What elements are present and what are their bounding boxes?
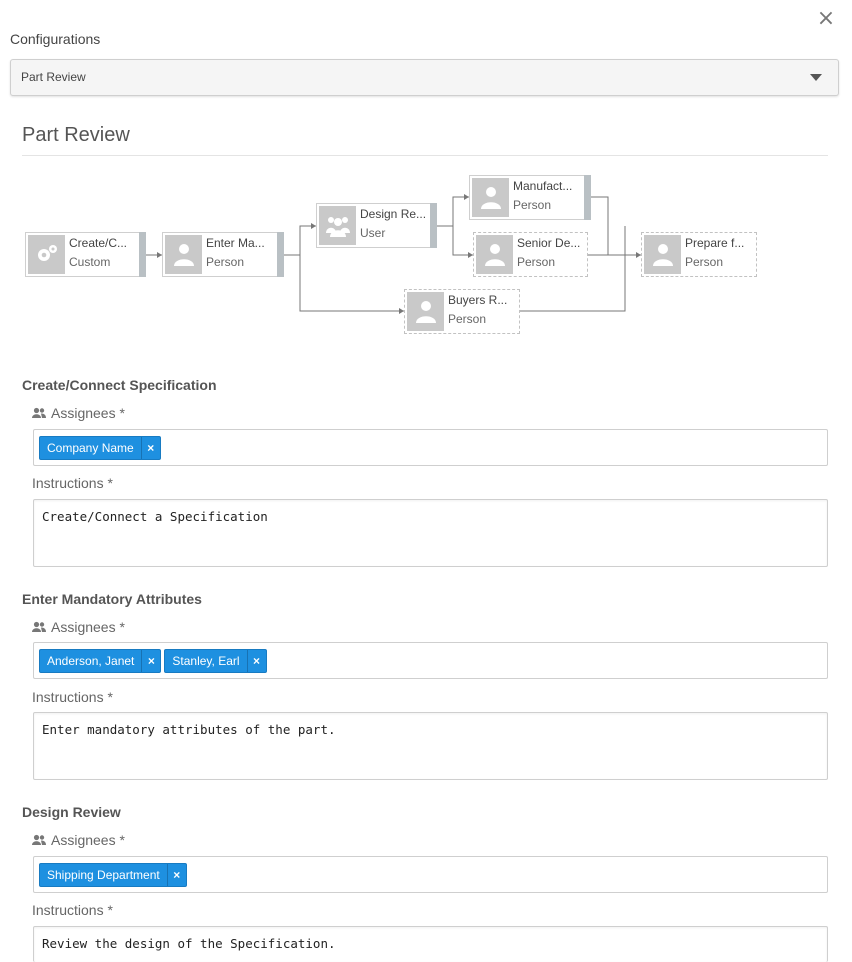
person-icon [644, 235, 681, 274]
node-name: Buyers R... [448, 293, 508, 307]
assignee-tag: Shipping Department × [39, 863, 187, 887]
person-icon [165, 235, 202, 274]
workflow-node[interactable]: Manufact... Person [469, 175, 591, 220]
chevron-down-icon[interactable] [810, 74, 822, 81]
assignees-input[interactable]: Company Name × [33, 429, 828, 466]
assignee-tag-label: Shipping Department [47, 868, 160, 882]
assignee-tag-label: Anderson, Janet [47, 654, 135, 668]
assignee-tag-label: Company Name [47, 441, 134, 455]
assignees-label-text: Assignees * [51, 405, 125, 421]
node-type: Person [206, 255, 245, 269]
users-icon [32, 620, 46, 636]
assignees-label-text: Assignees * [51, 619, 125, 635]
instructions-textarea[interactable]: Enter mandatory attributes of the part. [33, 712, 828, 780]
instructions-label: Instructions * [32, 475, 113, 491]
remove-assignee-button[interactable]: × [141, 650, 160, 672]
node-status-bar [277, 232, 284, 277]
node-type: Person [513, 198, 552, 212]
node-name: Senior De... [517, 236, 581, 250]
node-type: Custom [69, 255, 111, 269]
divider [22, 155, 828, 156]
instructions-textarea[interactable]: Review the design of the Specification. [33, 926, 828, 962]
instructions-textarea[interactable]: Create/Connect a Specification [33, 499, 828, 567]
person-icon [476, 235, 513, 274]
configurations-label: Configurations [10, 31, 101, 47]
instructions-label: Instructions * [32, 902, 113, 918]
node-status-bar [139, 232, 146, 277]
remove-assignee-button[interactable]: × [246, 650, 266, 672]
node-type: Person [517, 255, 556, 269]
workflow-connectors [146, 194, 641, 314]
node-status-bar [584, 175, 591, 220]
node-name: Design Re... [360, 207, 427, 221]
node-name: Enter Ma... [206, 236, 265, 250]
assignees-label: Assignees * [32, 619, 125, 636]
workflow-node[interactable]: Buyers R... Person [404, 289, 520, 334]
workflow-node[interactable]: Enter Ma... Person [162, 232, 284, 277]
node-type: User [360, 226, 386, 240]
person-icon [472, 178, 509, 217]
workflow-diagram: Create/C... Custom Enter Ma... Person De… [0, 160, 852, 350]
workflow-node[interactable]: Prepare f... Person [641, 232, 757, 277]
workflow-node[interactable]: Design Re... User [316, 203, 437, 248]
workflow-node[interactable]: Create/C... Custom [25, 232, 146, 277]
assignee-tag: Anderson, Janet × [39, 649, 162, 673]
assignees-input[interactable]: Anderson, Janet × Stanley, Earl × [33, 642, 828, 679]
node-status-bar [430, 203, 437, 248]
section-title: Create/Connect Specification [22, 377, 217, 393]
node-type: Person [448, 312, 487, 326]
node-name: Prepare f... [685, 236, 745, 250]
assignees-label: Assignees * [32, 832, 125, 849]
assignees-input[interactable]: Shipping Department × [33, 856, 828, 893]
node-type: Person [685, 255, 724, 269]
assignee-tag: Stanley, Earl × [164, 649, 267, 673]
users-icon [32, 833, 46, 849]
node-name: Create/C... [69, 236, 128, 250]
remove-assignee-button[interactable]: × [140, 437, 160, 459]
assignees-label: Assignees * [32, 405, 125, 422]
person-icon [407, 292, 444, 331]
section-title: Design Review [22, 804, 121, 820]
assignee-tag: Company Name × [39, 436, 161, 460]
workflow-title: Part Review [22, 124, 130, 146]
configuration-select[interactable]: Part Review [10, 59, 839, 96]
users-icon [32, 406, 46, 422]
close-icon[interactable]: × [816, 6, 836, 31]
assignees-label-text: Assignees * [51, 832, 125, 848]
assignee-tag-label: Stanley, Earl [172, 654, 240, 668]
group-icon [319, 206, 356, 245]
remove-assignee-button[interactable]: × [166, 864, 186, 886]
gears-icon [28, 235, 65, 274]
section-title: Enter Mandatory Attributes [22, 591, 202, 607]
instructions-label: Instructions * [32, 689, 113, 705]
node-name: Manufact... [513, 179, 573, 193]
workflow-node[interactable]: Senior De... Person [473, 232, 588, 277]
configuration-selected-value: Part Review [21, 70, 86, 84]
